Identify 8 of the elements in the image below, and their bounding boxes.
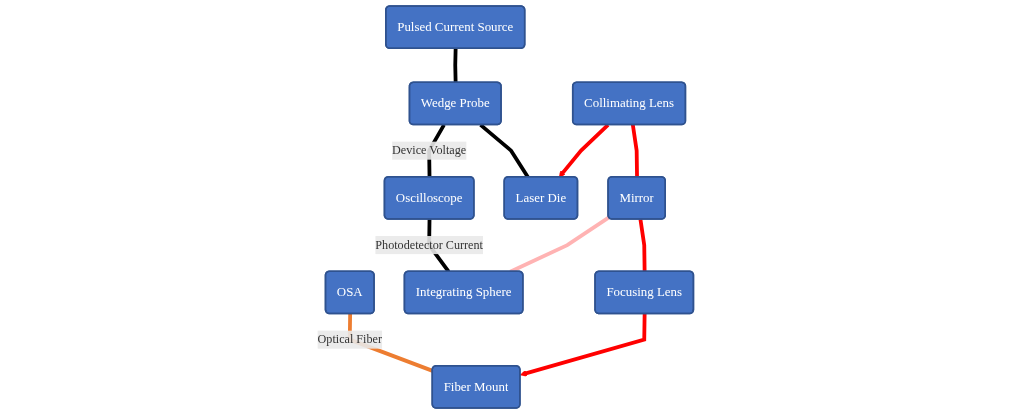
edge-label: Device Voltage (392, 143, 467, 157)
arrow (558, 123, 610, 178)
edge-label: Photodetector Current (375, 238, 483, 252)
connector (453, 48, 458, 83)
arrow (520, 313, 647, 377)
connector (630, 124, 639, 178)
edge-label: Optical Fiber (317, 332, 382, 346)
connector (638, 219, 647, 272)
